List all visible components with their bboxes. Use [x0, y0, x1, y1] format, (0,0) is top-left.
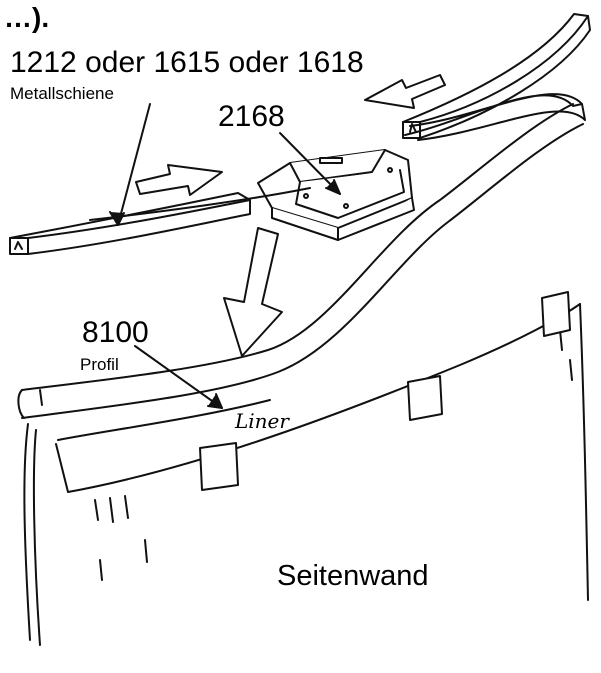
side-wall-liner: [23, 187, 589, 646]
arrow-right-pointing: [135, 164, 223, 196]
bracket-code-label: 2168: [218, 100, 285, 133]
metal-rail-upper-right: [402, 13, 591, 139]
metal-rail-label: Metallschiene: [10, 84, 114, 103]
liner-label: Liner: [235, 409, 289, 433]
tape-piece-left: [199, 442, 239, 491]
metal-rail-lower-right: [404, 93, 586, 141]
tape-piece-right: [541, 291, 571, 337]
tape-piece-middle: [407, 375, 443, 421]
arrow-down-pointing: [223, 227, 283, 357]
leader-line-metal-rail: [109, 103, 151, 226]
leader-line-bracket: [279, 132, 341, 195]
part-options-label: 1212 oder 1615 oder 1618: [10, 46, 364, 79]
profile-label: Profil: [80, 355, 119, 374]
arrow-left-pointing: [364, 74, 446, 109]
side-wall-label: Seitenwand: [277, 560, 429, 592]
profile-code-label: 8100: [82, 316, 149, 349]
bracket-2168: [257, 149, 415, 241]
leader-line-profile: [134, 345, 223, 409]
metal-rail-left: [9, 192, 251, 255]
profile-rail-8100: [17, 103, 584, 441]
heading-fragment: …).: [4, 2, 50, 33]
